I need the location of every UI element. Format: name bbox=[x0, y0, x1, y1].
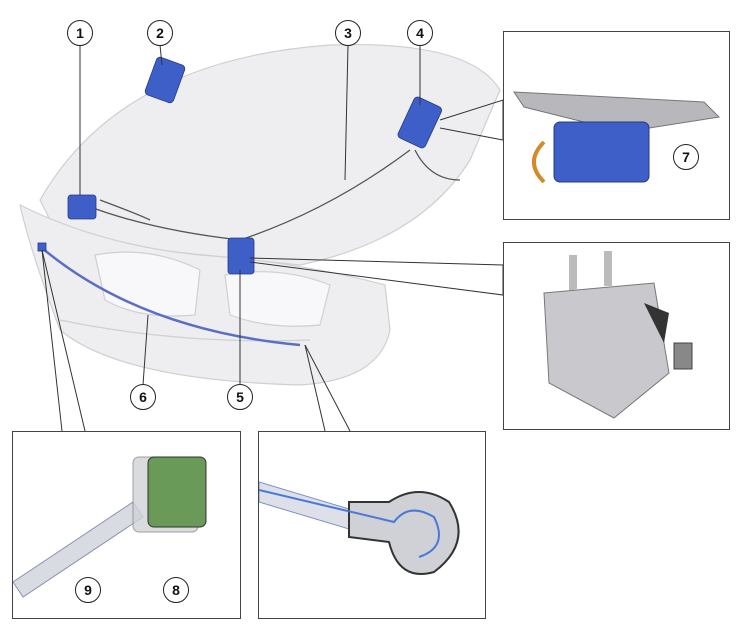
sensor-detail-image bbox=[13, 456, 207, 598]
callout-9: 9 bbox=[75, 577, 101, 603]
callout-8: 8 bbox=[163, 577, 189, 603]
inset-lock-5-detail bbox=[503, 242, 730, 430]
car-front-body bbox=[19, 43, 501, 386]
callout-1: 1 bbox=[67, 20, 93, 46]
inset-sensor-detail bbox=[12, 431, 241, 619]
hood-lock-detail-image bbox=[513, 91, 721, 184]
callout-7: 7 bbox=[673, 144, 699, 170]
leader-lines bbox=[41, 44, 504, 432]
callout-3: 3 bbox=[335, 20, 361, 46]
lock-5-detail-image bbox=[543, 251, 693, 419]
inset-hood-lock-detail bbox=[503, 31, 730, 220]
lock-components bbox=[37, 56, 442, 275]
callout-5: 5 bbox=[227, 384, 253, 410]
callout-6: 6 bbox=[130, 384, 156, 410]
cable-end-detail-image bbox=[259, 481, 460, 575]
callout-4: 4 bbox=[407, 20, 433, 46]
bowden-cable bbox=[41, 247, 301, 347]
inset-cable-end-detail bbox=[258, 431, 486, 619]
callout-2: 2 bbox=[147, 20, 173, 46]
